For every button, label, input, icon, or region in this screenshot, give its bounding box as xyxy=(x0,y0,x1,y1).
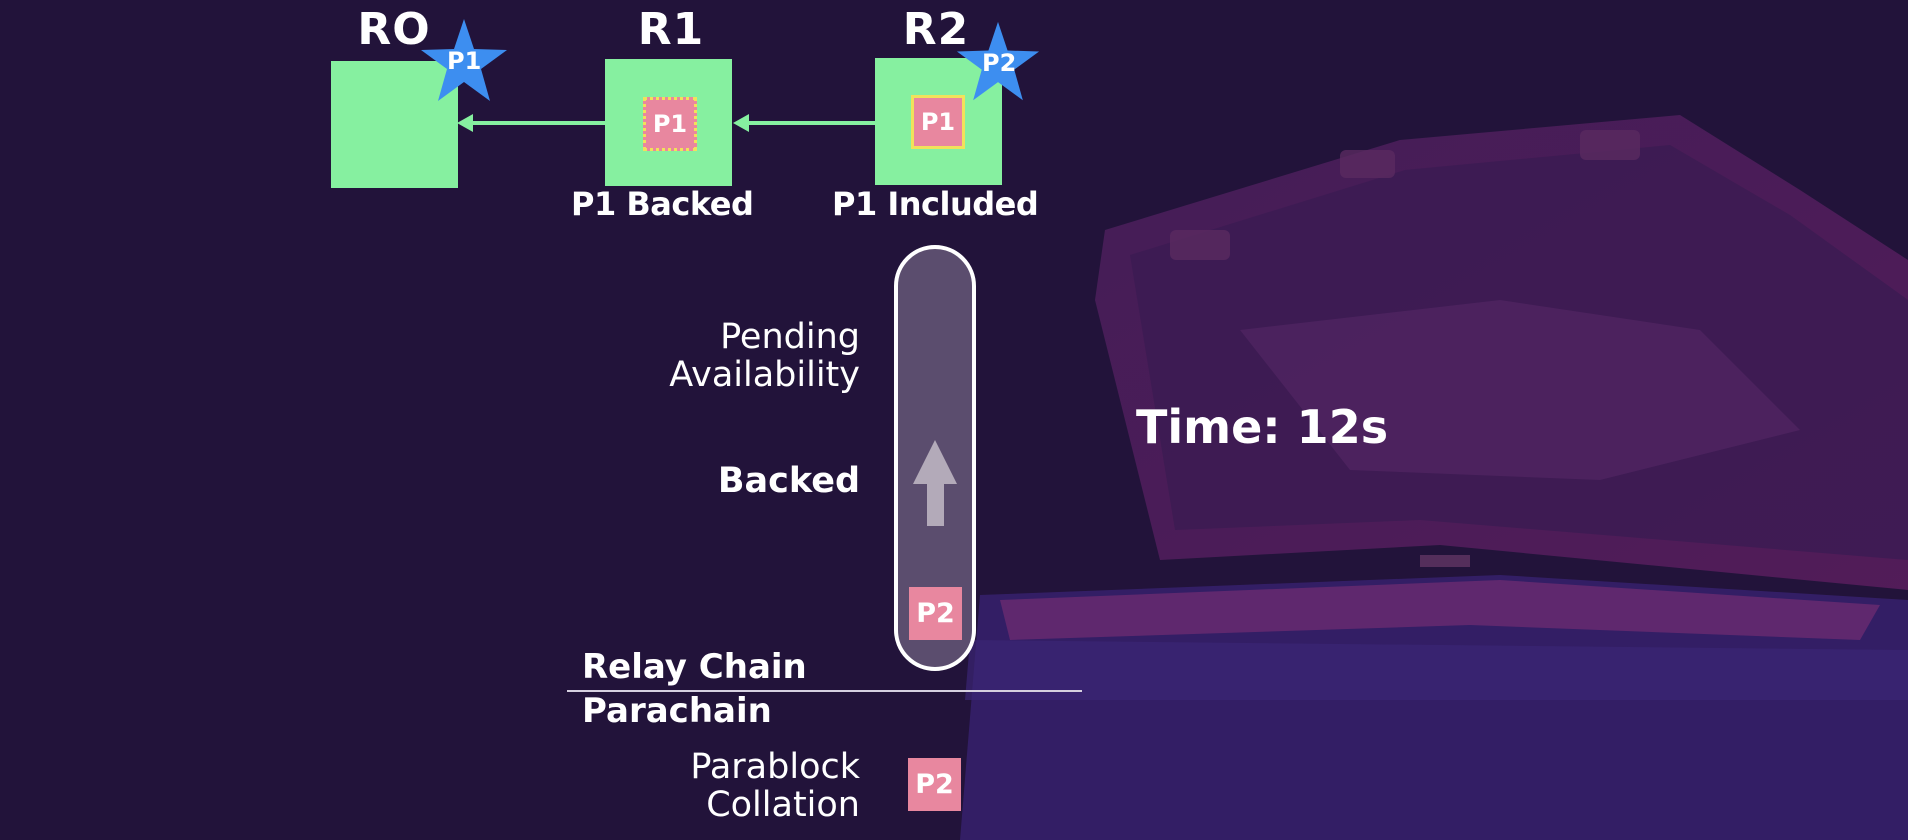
block-label: R1 xyxy=(637,4,705,55)
parablock-collation-label: Parablock Collation xyxy=(560,748,860,828)
block-label: R2 xyxy=(902,4,970,55)
pending-availability-label: Pending Availability xyxy=(560,318,860,398)
backed-label: Backed xyxy=(560,462,860,502)
parablock-chip: P1 xyxy=(911,95,965,149)
state-line: Availability xyxy=(669,355,860,395)
arrow-r1-to-r0 xyxy=(457,114,605,132)
chain-divider xyxy=(567,690,1082,692)
arrow-r2-to-r1 xyxy=(733,114,875,132)
block-label: RO xyxy=(357,4,431,55)
relay-chain-label: Relay Chain xyxy=(582,647,807,687)
up-arrow-icon xyxy=(913,440,957,526)
parablock-chip: P2 xyxy=(909,587,962,640)
chain-arrows xyxy=(457,114,875,132)
block-caption: P1 Included xyxy=(832,185,1039,223)
star-label: P1 xyxy=(447,47,482,75)
block-caption: P1 Backed xyxy=(571,185,754,223)
parablock-chip: P2 xyxy=(908,758,961,811)
state-line: Backed xyxy=(717,461,860,501)
parablock-chip: P1 xyxy=(643,97,697,151)
star-label: P2 xyxy=(982,49,1017,77)
star-icon xyxy=(956,21,1040,101)
state-line: Pending xyxy=(720,317,860,357)
star-icon xyxy=(421,19,507,101)
time-label: Time: 12s xyxy=(1136,400,1389,454)
block-r0 xyxy=(331,61,458,188)
state-line: Collation xyxy=(706,785,860,825)
state-line: Parablock xyxy=(690,747,860,787)
parachain-label: Parachain xyxy=(582,691,772,731)
